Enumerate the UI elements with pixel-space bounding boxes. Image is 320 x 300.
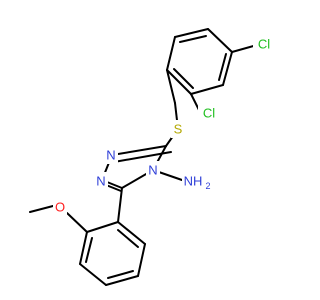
nitrogen-atom-n4: N — [146, 161, 160, 179]
bond — [137, 243, 146, 277]
atom-symbol: Cl — [203, 106, 215, 121]
nitrogen-atom-n1: N — [104, 146, 118, 164]
bond — [107, 270, 134, 279]
bond — [66, 212, 88, 233]
sulfur-atom: S — [171, 120, 185, 138]
atom-symbol: N — [96, 174, 105, 189]
atom-symbol: O — [55, 200, 65, 215]
chlorine-atom-ortho: Cl — [198, 104, 220, 122]
bond — [166, 36, 176, 71]
bonds — [29, 28, 258, 286]
bond — [222, 51, 233, 86]
bond — [105, 184, 122, 192]
bond — [218, 53, 227, 81]
bond — [85, 237, 93, 263]
bond — [86, 221, 119, 233]
bond — [173, 68, 194, 89]
bond — [174, 28, 209, 38]
molecule-canvas: Cl Cl S N N N — [29, 28, 275, 286]
atom-symbol: N — [106, 148, 115, 163]
bond — [231, 44, 258, 53]
bond — [105, 275, 139, 286]
bond — [29, 205, 54, 213]
atom-labels: Cl Cl S N N N — [53, 35, 275, 216]
atom-symbol: NH — [184, 174, 203, 189]
bond — [207, 28, 233, 53]
oxygen-atom: O — [53, 198, 67, 216]
atom-symbol: Cl — [258, 37, 270, 52]
bond — [117, 221, 146, 245]
amino-group: NH 2 — [182, 172, 212, 192]
atom-symbol: N — [148, 163, 157, 178]
bond — [166, 69, 192, 95]
bond — [117, 229, 139, 248]
bond — [117, 187, 123, 223]
bond — [79, 231, 88, 265]
molecule-structure: Cl Cl S N N N — [29, 28, 275, 286]
bond — [179, 35, 207, 43]
nitrogen-atom-n2: N — [94, 172, 108, 190]
bond — [166, 69, 176, 104]
hydrogen-count: 2 — [205, 181, 210, 191]
atom-symbol: S — [174, 122, 183, 137]
bond — [79, 263, 107, 286]
chlorine-atom-para: Cl — [253, 35, 275, 53]
bond — [111, 145, 167, 156]
bond — [190, 84, 224, 95]
